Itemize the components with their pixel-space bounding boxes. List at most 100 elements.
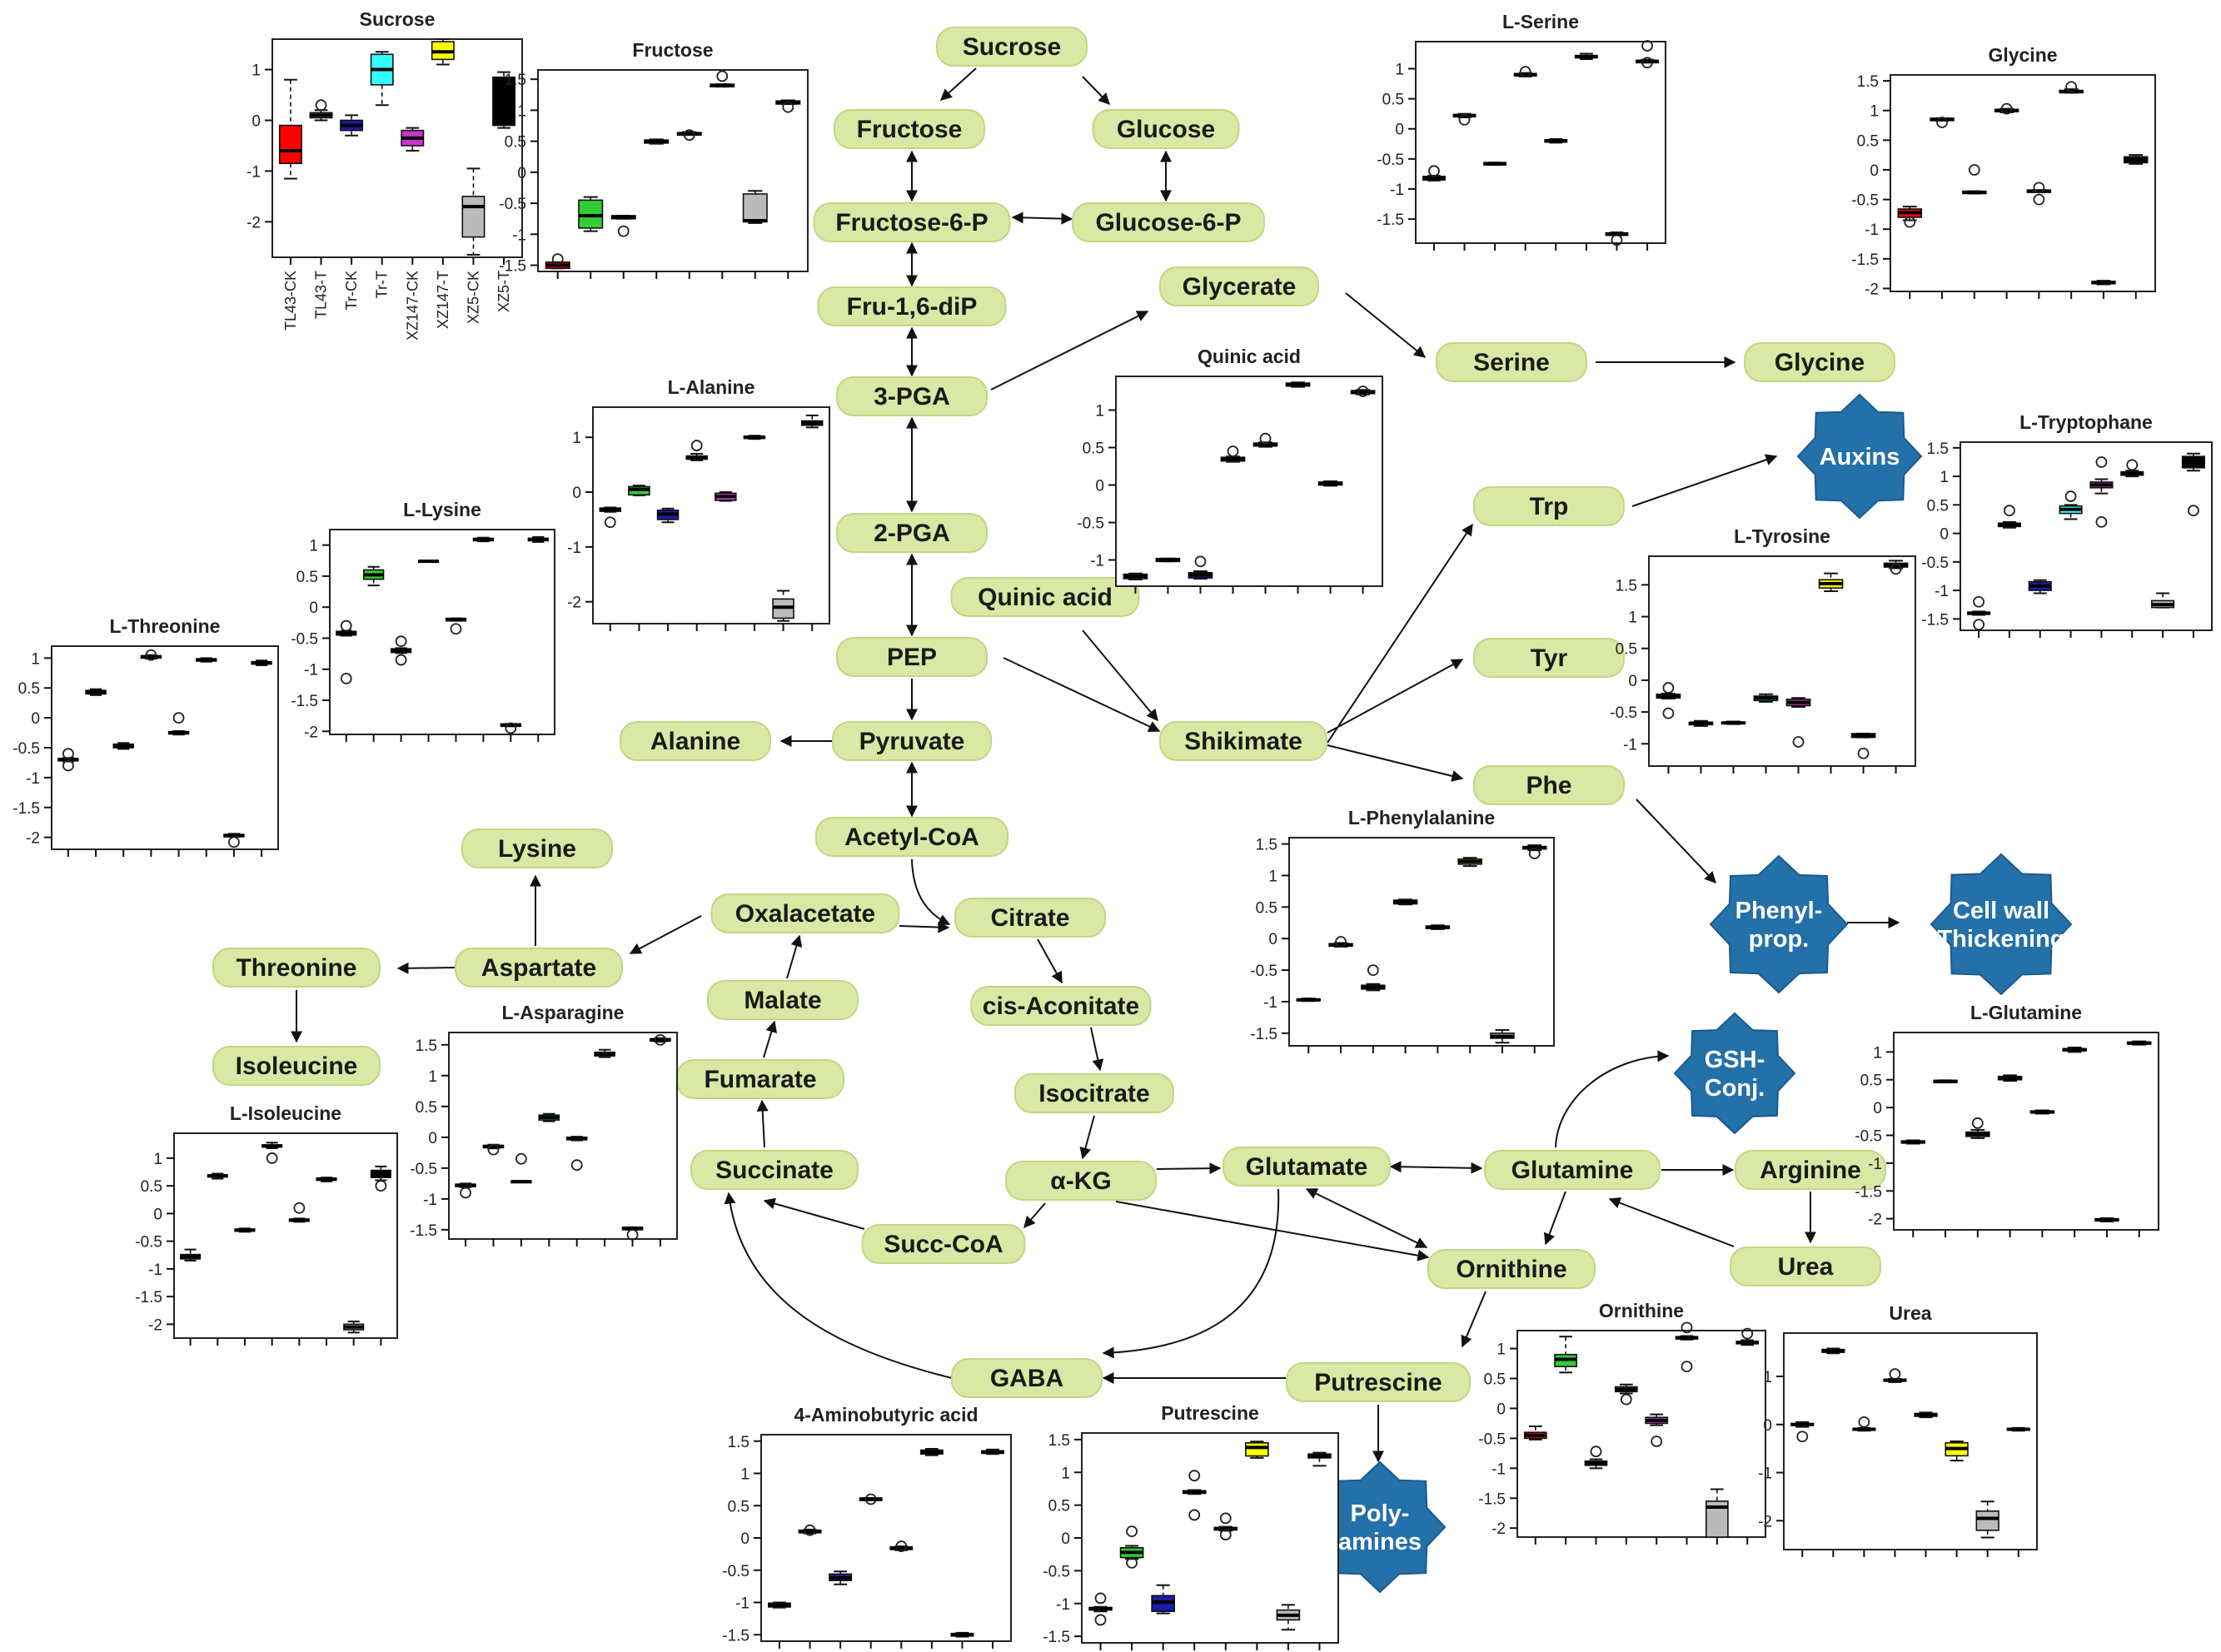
node-citrate: Citrate bbox=[954, 898, 1106, 938]
outlier-point bbox=[395, 654, 407, 666]
outlier-point bbox=[228, 836, 240, 848]
node-label: Succ-CoA bbox=[884, 1231, 1003, 1258]
outlier-point bbox=[1796, 1431, 1809, 1443]
y-tick-label: -1.5 bbox=[1855, 1183, 1882, 1201]
plot-frame bbox=[1648, 555, 1916, 767]
y-tick-label: 0 bbox=[1496, 1401, 1506, 1418]
star-label: Thickening bbox=[1937, 926, 2064, 953]
y-tick-label: -0.5 bbox=[12, 740, 40, 758]
box-XZ5-T bbox=[2123, 154, 2149, 299]
arrow-succinate-fumarate bbox=[756, 1099, 769, 1148]
plot-frame bbox=[448, 1032, 678, 1240]
arrow-ornithine-putrescine bbox=[1461, 1291, 1486, 1348]
box-XZ5-T bbox=[650, 1033, 671, 1246]
box-TL43-CK bbox=[1296, 998, 1322, 1053]
y-tick-label: 0 bbox=[1268, 931, 1277, 948]
plot-title: Glycine bbox=[1988, 44, 2057, 66]
box-TL43-T bbox=[1119, 1525, 1144, 1650]
box-XZ147-CK bbox=[1914, 1411, 1938, 1557]
y-tick-label: -1.5 bbox=[499, 258, 526, 276]
box-XZ147-CK bbox=[2026, 182, 2052, 299]
outlier-point bbox=[2033, 193, 2045, 206]
y-tick-label: -1 bbox=[1056, 1596, 1070, 1614]
node-label: Tyr bbox=[1531, 644, 1568, 672]
node-box bbox=[690, 1150, 859, 1190]
outlier-point bbox=[1741, 1327, 1754, 1340]
box-XZ147-CK bbox=[1252, 432, 1278, 594]
node-pep: PEP bbox=[836, 637, 988, 677]
node-fru16dip: Fru-1,6-diP bbox=[817, 286, 1007, 326]
node-alanine: Alanine bbox=[620, 721, 771, 761]
node-label: GABA bbox=[990, 1365, 1063, 1392]
outlier-point bbox=[1259, 432, 1272, 445]
box-TL43-CK bbox=[1123, 572, 1148, 594]
y-tick-label: -2 bbox=[304, 724, 318, 741]
box-XZ147-T bbox=[1945, 1441, 1969, 1557]
box-XZ147-T bbox=[1245, 1441, 1269, 1650]
y-tick-label: -1 bbox=[1390, 182, 1404, 199]
box-TL43-CK: TL43-CK bbox=[278, 78, 302, 331]
star-label: amines bbox=[1338, 1529, 1422, 1555]
node-fumarate: Fumarate bbox=[676, 1059, 844, 1099]
y-tick-label: 1 bbox=[153, 1151, 162, 1168]
box-Tr-CK bbox=[829, 1570, 853, 1649]
y-tick-label: -0.5 bbox=[1610, 704, 1637, 722]
y-tick-label: -2 bbox=[1865, 281, 1879, 298]
node-label: Sucrose bbox=[963, 33, 1061, 61]
box-Tr-T bbox=[644, 138, 670, 279]
node-sucrose: Sucrose bbox=[936, 27, 1088, 67]
box-XZ5-T bbox=[1883, 560, 1909, 774]
box-XZ147-CK bbox=[565, 1136, 588, 1246]
arrow-oxalacetate-citrate bbox=[899, 921, 950, 933]
category-label: XZ147-CK bbox=[404, 271, 421, 341]
y-tick-label: -1 bbox=[26, 770, 40, 788]
plot-frame bbox=[1890, 74, 2156, 292]
outlier-point bbox=[375, 1180, 387, 1192]
box-XZ5-T bbox=[370, 1165, 391, 1346]
box-Tr-T: Tr-T bbox=[370, 51, 394, 298]
outlier-point bbox=[1973, 619, 1984, 631]
y-tick-label: 1 bbox=[1628, 610, 1637, 627]
box-XZ147-T bbox=[743, 435, 766, 631]
y-tick-label: -1 bbox=[247, 163, 261, 181]
y-tick-label: 1 bbox=[31, 650, 40, 668]
star-badge-icon bbox=[1796, 393, 1923, 520]
star-badge-icon bbox=[1930, 853, 2073, 996]
outlier-point bbox=[1651, 1436, 1663, 1447]
outlier-point bbox=[617, 225, 630, 237]
node-serine: Serine bbox=[1436, 342, 1587, 382]
box-Tr-T bbox=[1614, 1383, 1638, 1545]
node-putrescine: Putrescine bbox=[1286, 1362, 1471, 1402]
iqr-box bbox=[1245, 1442, 1269, 1457]
box-Tr-T bbox=[1753, 693, 1779, 774]
box-TL43-CK bbox=[1656, 682, 1681, 774]
y-tick-label: 0 bbox=[1940, 526, 1949, 544]
node-box bbox=[1072, 202, 1265, 242]
plot-title: L-Asparagine bbox=[502, 1002, 625, 1023]
node-akg: α-KG bbox=[1005, 1161, 1157, 1201]
box-XZ147-CK: XZ147-CK bbox=[401, 127, 425, 341]
box-Tr-T bbox=[538, 1112, 560, 1246]
node-gaba: GABA bbox=[951, 1358, 1103, 1398]
box-TL43-T: TL43-T bbox=[309, 99, 333, 319]
box-Tr-T bbox=[261, 1142, 283, 1346]
box-XZ147-T bbox=[1457, 857, 1482, 1053]
arrow-fructose6p-glucose6p bbox=[1011, 211, 1073, 225]
plot-frame bbox=[173, 1132, 398, 1339]
node-label: Citrate bbox=[990, 904, 1069, 932]
outlier-point bbox=[1094, 1614, 1107, 1626]
y-tick-label: 1 bbox=[251, 62, 261, 80]
arrow-pga3-glycerate bbox=[990, 311, 1149, 391]
y-tick-label: 0.5 bbox=[1083, 440, 1104, 458]
box-Tr-CK bbox=[1188, 555, 1213, 594]
y-tick-label: 0.5 bbox=[1927, 497, 1949, 515]
outlier-point bbox=[570, 1159, 583, 1172]
box-XZ5-CK bbox=[772, 590, 794, 631]
node-box bbox=[1473, 486, 1625, 526]
y-tick-label: 1 bbox=[517, 102, 526, 120]
outlier-point bbox=[683, 129, 695, 142]
y-tick-label: 0.5 bbox=[1484, 1371, 1506, 1389]
outlier-point bbox=[1367, 964, 1379, 976]
